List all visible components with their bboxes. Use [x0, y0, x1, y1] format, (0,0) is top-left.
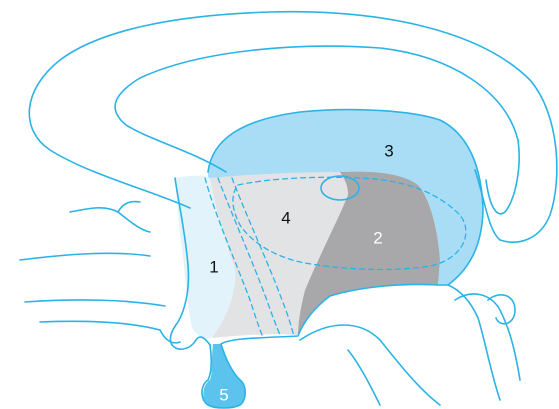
label-region-1: 1 — [209, 258, 218, 277]
frontal-line-4 — [25, 300, 165, 306]
frontal-line-5 — [40, 321, 160, 330]
label-region-4: 4 — [281, 209, 290, 228]
brainstem-outline-back — [455, 294, 520, 380]
brainstem-outline-front — [300, 325, 440, 405]
label-region-3: 3 — [384, 142, 393, 161]
frontal-line-2 — [118, 202, 140, 212]
pineal-curl — [488, 295, 515, 324]
frontal-line-3 — [20, 253, 150, 260]
frontal-line-1 — [70, 208, 150, 232]
label-region-5: 5 — [219, 386, 228, 405]
brainstem-outline-inner — [348, 350, 380, 405]
pituitary-stalk-left — [208, 345, 211, 380]
label-region-2: 2 — [373, 229, 382, 248]
